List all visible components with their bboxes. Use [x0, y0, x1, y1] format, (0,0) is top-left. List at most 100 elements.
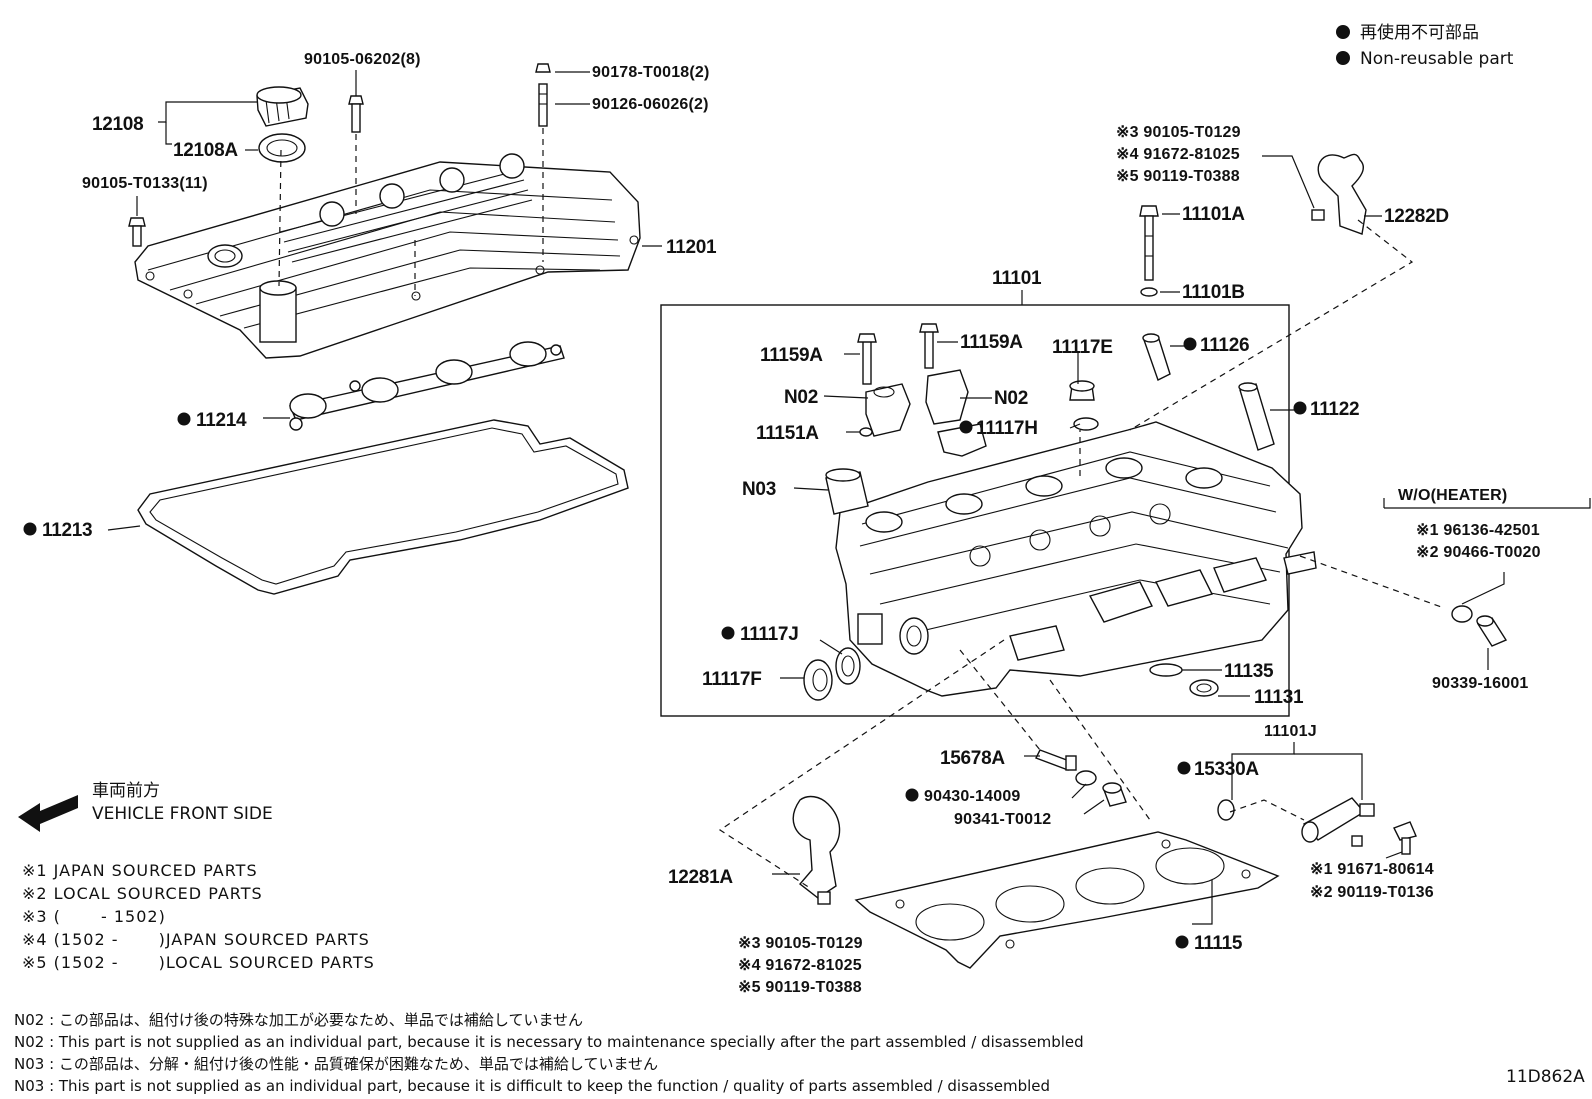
- front-en: VEHICLE FRONT SIDE: [92, 804, 273, 824]
- heater-fitting: [1451, 605, 1508, 647]
- cover-gasket: [137, 419, 629, 595]
- label-ocv-1: ※1 91671-80614: [1310, 861, 1434, 878]
- plug-90341-T0012: [1102, 782, 1127, 807]
- label-90105-06202: 90105-06202(8): [304, 51, 421, 68]
- non-reusable-dot-icon: [721, 626, 735, 640]
- label-11201: 11201: [666, 237, 717, 258]
- oil-filler-cap: [256, 86, 309, 127]
- ref-12282D-1: ※3 90105-T0129: [1116, 124, 1241, 141]
- label-90341-T0012: 90341-T0012: [954, 811, 1051, 828]
- label-11122: 11122: [1310, 399, 1359, 420]
- label-90339-16001: 90339-16001: [1432, 675, 1529, 692]
- footnote-n03-en: N03 : This part is not supplied as an in…: [14, 1077, 1050, 1095]
- label-15330A: 15330A: [1194, 759, 1259, 780]
- label-11135: 11135: [1224, 661, 1274, 682]
- label-heater-2: ※2 90466-T0020: [1416, 544, 1541, 561]
- legend-en: Non-reusable part: [1360, 49, 1514, 69]
- bolt-90105-06202: [348, 95, 364, 133]
- oil-control-valve: [1301, 797, 1375, 847]
- washer-11101B: [1140, 287, 1158, 297]
- footnotes: N02 : この部品は、組付け後の特殊な加工が必要なため、単品では補給していませ…: [14, 1011, 1585, 1095]
- non-reusable-dot-icon: [1293, 401, 1307, 415]
- part-labels: 12108 12108A 90105-06202(8) 90178-T0018(…: [23, 51, 1541, 996]
- note-5: ※5 (1502 - )LOCAL SOURCED PARTS: [22, 953, 375, 972]
- label-11159A-right: 11159A: [960, 332, 1023, 353]
- non-reusable-dot-icon: [1175, 935, 1189, 949]
- non-reusable-dot-icon: [23, 522, 37, 536]
- non-reusable-dot-icon: [177, 412, 191, 426]
- label-11117H: 11117H: [976, 418, 1038, 439]
- valve-cover-group: [128, 63, 641, 595]
- label-11101A: 11101A: [1182, 204, 1245, 225]
- label-11101: 11101: [992, 268, 1042, 289]
- label-11117F: 11117F: [702, 669, 762, 690]
- legend-jp: 再使用不可部品: [1360, 22, 1479, 43]
- plug-11117E: [1069, 380, 1095, 401]
- ref-12281A-1: ※3 90105-T0129: [738, 935, 863, 952]
- label-11115: 11115: [1194, 933, 1243, 954]
- pin-11151A: [859, 427, 873, 437]
- non-reusable-dot-icon: [959, 420, 973, 434]
- note-4: ※4 (1502 - )JAPAN SOURCED PARTS: [22, 930, 370, 949]
- footnote-n02-jp: N02 : この部品は、組付け後の特殊な加工が必要なため、単品では補給していませ…: [14, 1011, 583, 1029]
- label-11131: 11131: [1254, 687, 1304, 708]
- legend: 再使用不可部品 Non-reusable part: [1336, 22, 1514, 69]
- engine-hanger-front: [792, 795, 841, 905]
- gasket-11135: [1149, 663, 1183, 677]
- bolt-15678A: [1035, 749, 1077, 771]
- label-11159A-left: 11159A: [760, 345, 823, 366]
- label-11214: 11214: [196, 410, 247, 431]
- label-12282D: 12282D: [1384, 206, 1449, 227]
- label-90178-T0018: 90178-T0018(2): [592, 64, 710, 81]
- label-11117E: 11117E: [1052, 337, 1113, 358]
- label-11213: 11213: [42, 520, 92, 541]
- label-heater-1: ※1 96136-42501: [1416, 522, 1540, 539]
- label-12108A: 12108A: [173, 140, 238, 161]
- ref-12281A-2: ※4 91672-81025: [738, 957, 862, 974]
- label-12281A: 12281A: [668, 867, 733, 888]
- guide-11126: [1142, 333, 1171, 381]
- cylinder-head: [835, 421, 1317, 697]
- sourcing-notes: ※1 JAPAN SOURCED PARTS ※2 LOCAL SOURCED …: [22, 861, 375, 972]
- cap-gasket: [258, 133, 306, 163]
- label-11117J: 11117J: [740, 624, 798, 645]
- label-15678A: 15678A: [940, 748, 1005, 769]
- non-reusable-dot-icon: [1183, 337, 1197, 351]
- note-3: ※3 ( - 1502): [22, 907, 166, 926]
- label-11151A: 11151A: [756, 423, 819, 444]
- front-arrow-icon: [18, 795, 78, 832]
- label-12108: 12108: [92, 114, 143, 135]
- front-jp: 車両前方: [92, 781, 160, 801]
- cylinder-head-cover: [134, 153, 641, 359]
- note-1: ※1 JAPAN SOURCED PARTS: [22, 861, 258, 880]
- ring-11131: [1189, 679, 1219, 697]
- label-heater-title: W/O(HEATER): [1398, 487, 1507, 504]
- non-reusable-dot-icon: [1336, 51, 1350, 65]
- ref-12282D-2: ※4 91672-81025: [1116, 146, 1240, 163]
- ring-15330A: [1217, 799, 1235, 821]
- cylinder-head-gasket: [854, 831, 1280, 969]
- non-reusable-dot-icon: [905, 788, 919, 802]
- spark-plug-tube-gasket: [289, 341, 565, 431]
- label-11101B: 11101B: [1182, 282, 1245, 303]
- label-90126-06026: 90126-06026(2): [592, 96, 709, 113]
- label-90430-14009: 90430-14009: [924, 788, 1021, 805]
- plug-11117F: [803, 659, 833, 701]
- non-reusable-dot-icon: [1336, 25, 1350, 39]
- engine-hanger-rear: [1311, 153, 1367, 235]
- label-11101J: 11101J: [1264, 723, 1317, 740]
- camshaft-bearing-cap-right: [919, 323, 987, 457]
- note-2: ※2 LOCAL SOURCED PARTS: [22, 884, 263, 903]
- label-11126: 11126: [1200, 335, 1249, 356]
- bolt-90105-T0133: [128, 217, 146, 247]
- footnote-n03-jp: N03 : この部品は、分解・組付け後の性能・品質確保が困難なため、単品では補給…: [14, 1055, 658, 1073]
- label-N03: N03: [742, 479, 776, 500]
- stud-90126-06026: [535, 63, 551, 127]
- guide-11122: [1238, 382, 1275, 451]
- label-90105-T0133: 90105-T0133(11): [82, 175, 208, 192]
- leader-lines: [107, 70, 1591, 925]
- label-N02-left: N02: [784, 387, 818, 408]
- label-N02-right: N02: [994, 388, 1028, 409]
- diagram-code: 11D862A: [1506, 1067, 1585, 1087]
